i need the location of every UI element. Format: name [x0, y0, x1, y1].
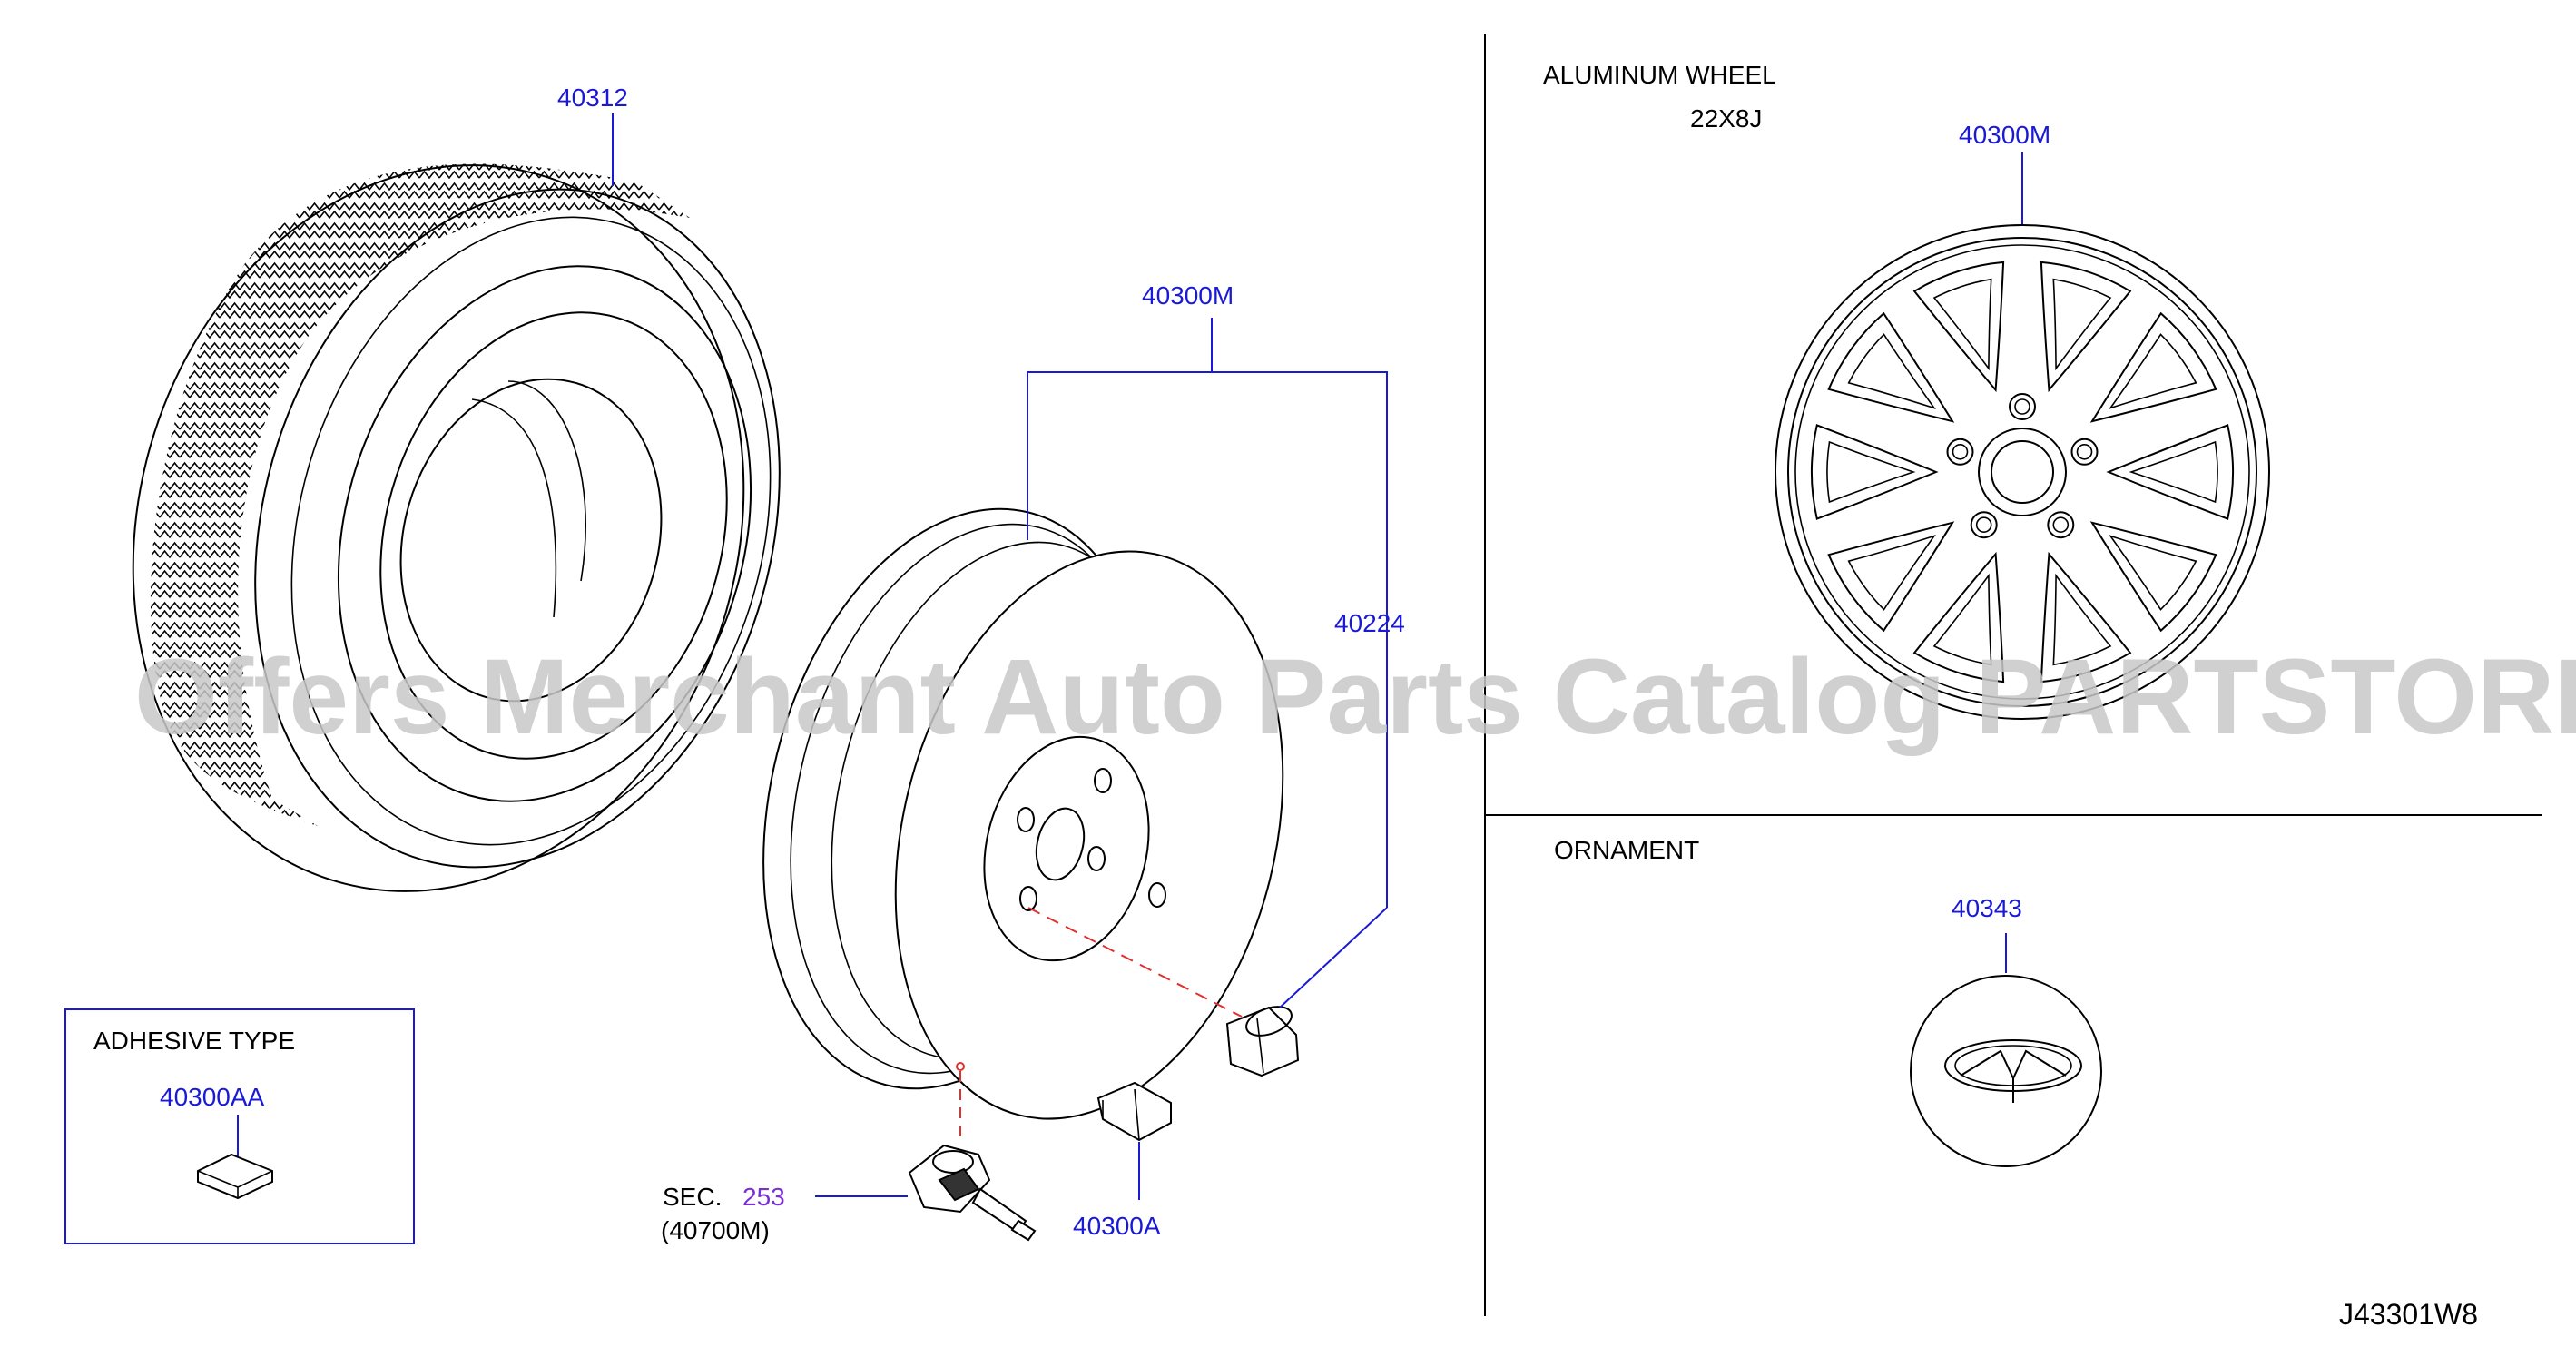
wheel-spoke-window [1811, 424, 1939, 520]
lug-hole-inner [2014, 398, 2030, 415]
wheel-spoke-inner-window [1847, 333, 1936, 409]
nut-callout[interactable]: 40224 [1279, 609, 1405, 1008]
lug-hole [1946, 438, 1974, 466]
diagram-code: J43301W8 [2339, 1298, 2478, 1331]
wheel-spoke-inner-window [2109, 333, 2197, 409]
wheel-spoke-window [2040, 551, 2132, 683]
lug-hole-inner [2052, 516, 2070, 534]
aluminum-wheel-part-number[interactable]: 40300M [1959, 121, 2050, 149]
aluminum-wheel-size: 22X8J [1690, 104, 1762, 133]
wheel-spoke-inner-window [1932, 278, 1992, 371]
ornament-section: ORNAMENT 40343 [1554, 836, 2102, 1167]
wheel-callout[interactable]: 40300M [1027, 281, 1388, 908]
wheel-part-number[interactable]: 40300M [1142, 281, 1234, 310]
wheel-spoke-inner-window [1847, 535, 1936, 611]
adhesive-section-title: ADHESIVE TYPE [93, 1027, 295, 1055]
weight-callout[interactable]: 40300A [1073, 1142, 1161, 1240]
wheel-spoke-inner-window [1826, 440, 1916, 504]
ornament-part-number[interactable]: 40343 [1952, 894, 2022, 922]
wheel-spoke-inner-window [2109, 535, 2197, 611]
lug-hole [2070, 438, 2099, 466]
wheel-spoke-window [2040, 261, 2132, 393]
adhesive-part-number[interactable]: 40300AA [160, 1083, 265, 1111]
section-dividers [1484, 34, 2542, 1316]
wheel-spoke-inner-window [2052, 573, 2112, 666]
lug-hole-inner [1952, 443, 1969, 460]
adhesive-type-box: ADHESIVE TYPE 40300AA [64, 1008, 415, 1244]
lug-hole [1970, 511, 1998, 539]
lug-hole [2047, 511, 2075, 539]
tire-part-number[interactable]: 40312 [557, 84, 628, 112]
tire-callout[interactable]: 40312 [557, 84, 628, 186]
lug-hole-inner [1975, 516, 1992, 534]
wheel-spoke-inner-window [1932, 573, 1992, 666]
ornament-cap [1910, 975, 2102, 1167]
valve-sec-prefix: SEC. [663, 1183, 722, 1211]
valve-sub-part-number: (40700M) [661, 1216, 770, 1244]
wheel-spoke-window [1912, 551, 2005, 683]
aluminum-wheel-section: ALUMINUM WHEEL 22X8J 40300M [1543, 61, 2050, 225]
wheel-spoke-window [1912, 261, 2005, 393]
wheel-illustration [762, 507, 1284, 1120]
balance-weight-illustration [1096, 1081, 1172, 1142]
wheel-spoke-inner-window [2129, 440, 2218, 504]
wheel-spoke-window [1827, 311, 1955, 423]
ornament-title: ORNAMENT [1554, 836, 1699, 864]
lug-hole [2009, 393, 2036, 420]
valve-callout[interactable]: SEC. 253 (40700M) [661, 1183, 908, 1244]
lug-hole-inner [2076, 443, 2093, 460]
wheel-spoke-window [2089, 311, 2217, 423]
wheel-spoke-window [1827, 521, 1955, 633]
tire-illustration [132, 163, 781, 892]
nut-part-number[interactable]: 40224 [1334, 609, 1405, 637]
aluminum-wheel-title: ALUMINUM WHEEL [1543, 61, 1776, 89]
tpms-valve-illustration [908, 1144, 1037, 1242]
valve-section-link[interactable]: 253 [742, 1183, 785, 1211]
weight-part-number[interactable]: 40300A [1073, 1212, 1161, 1240]
assembly-guide-lines [959, 907, 1243, 1139]
aluminum-wheel-illustration [1775, 224, 2270, 720]
wheel-nut-illustration [1225, 1006, 1300, 1077]
wheel-spoke-window [2089, 521, 2217, 633]
wheel-spoke-inner-window [2052, 278, 2112, 371]
infiniti-logo [1944, 1039, 2082, 1103]
wheel-spoke-window [2106, 424, 2234, 520]
watermark: Offers Merchant Auto Parts Catalog PARTS… [134, 637, 2576, 757]
